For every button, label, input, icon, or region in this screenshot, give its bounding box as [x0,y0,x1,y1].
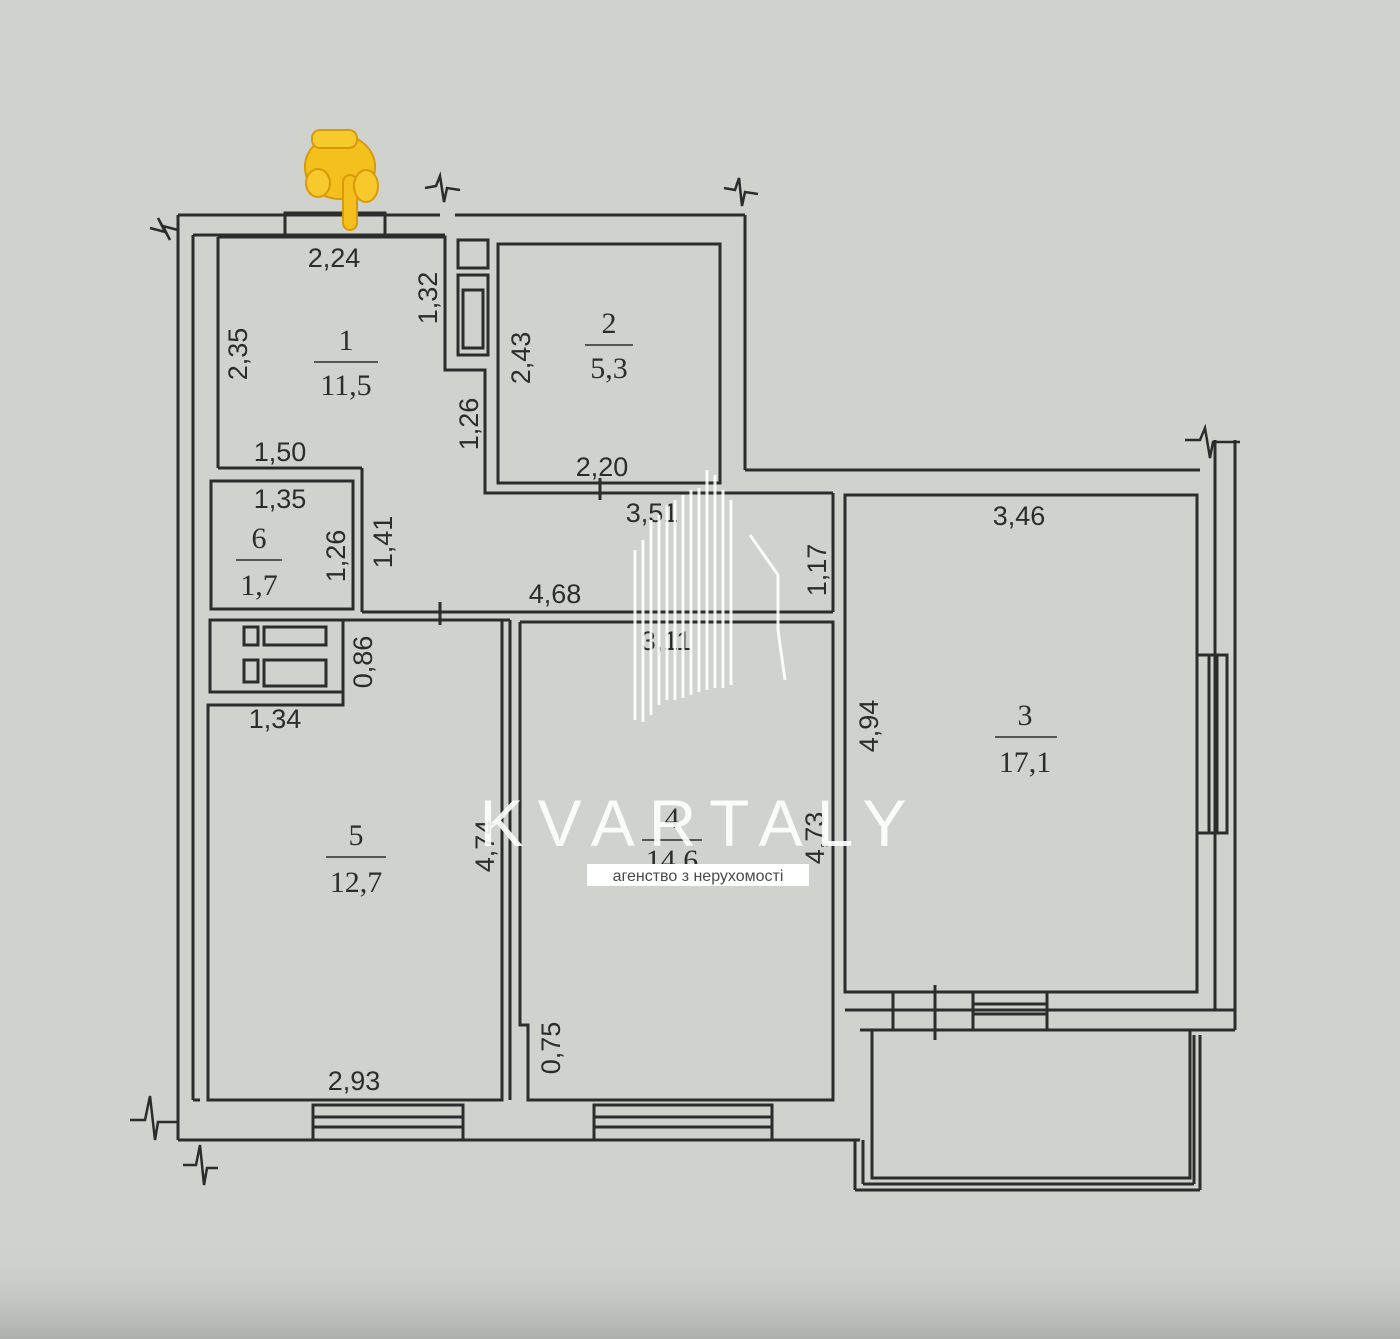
walls [176,211,1237,1192]
dim-label: 1,17 [802,544,832,597]
dim-label: 1,35 [254,484,307,514]
dimension-labels: 2,24 1,32 2,35 2,43 1,26 1,50 2,20 1,35 … [223,243,1045,1096]
dim-label: 0,86 [348,636,378,689]
dim-label: 1,50 [254,437,307,467]
dim-label: 0,75 [536,1022,566,1075]
dim-label: 2,24 [308,243,361,273]
room-2-area: 5,3 [590,352,628,385]
room-3-area: 17,1 [999,746,1052,779]
dim-label: 1,26 [454,398,484,451]
room-3-number: 3 [1018,699,1033,732]
dim-label: 4,94 [854,700,884,753]
dim-label: 1,32 [413,272,443,325]
dim-label: 2,20 [576,452,629,482]
photo-shadow [0,1240,1400,1339]
dim-label: 2,93 [328,1066,381,1096]
dim-label: 1,26 [321,530,351,583]
room-1-area: 11,5 [320,369,371,402]
watermark-logo [633,470,787,722]
room-5-number: 5 [349,819,364,852]
dim-label: 2,35 [223,328,253,381]
room-4-number: 4 [665,802,680,835]
dim-label: 1,34 [249,704,302,734]
dim-label: 4,74 [470,820,500,873]
break-marks [130,171,1240,1186]
watermark-brand: KVARTALY [480,786,921,860]
watermark-tagline-box [587,864,809,886]
dim-label: 4,73 [800,812,830,865]
room-1-number: 1 [339,324,354,357]
dim-label: 3,46 [993,501,1046,531]
pointing-hand-down-icon [304,129,379,231]
dim-label: 1,41 [368,516,398,569]
dim-label: 2,43 [506,332,536,385]
room-6-area: 1,7 [240,569,278,602]
room-5-area: 12,7 [330,866,383,899]
room-6-number: 6 [252,522,267,555]
dim-label: 4,68 [529,579,582,609]
watermark-tagline: агенство з нерухомості [613,868,784,885]
room-2-number: 2 [602,307,617,340]
